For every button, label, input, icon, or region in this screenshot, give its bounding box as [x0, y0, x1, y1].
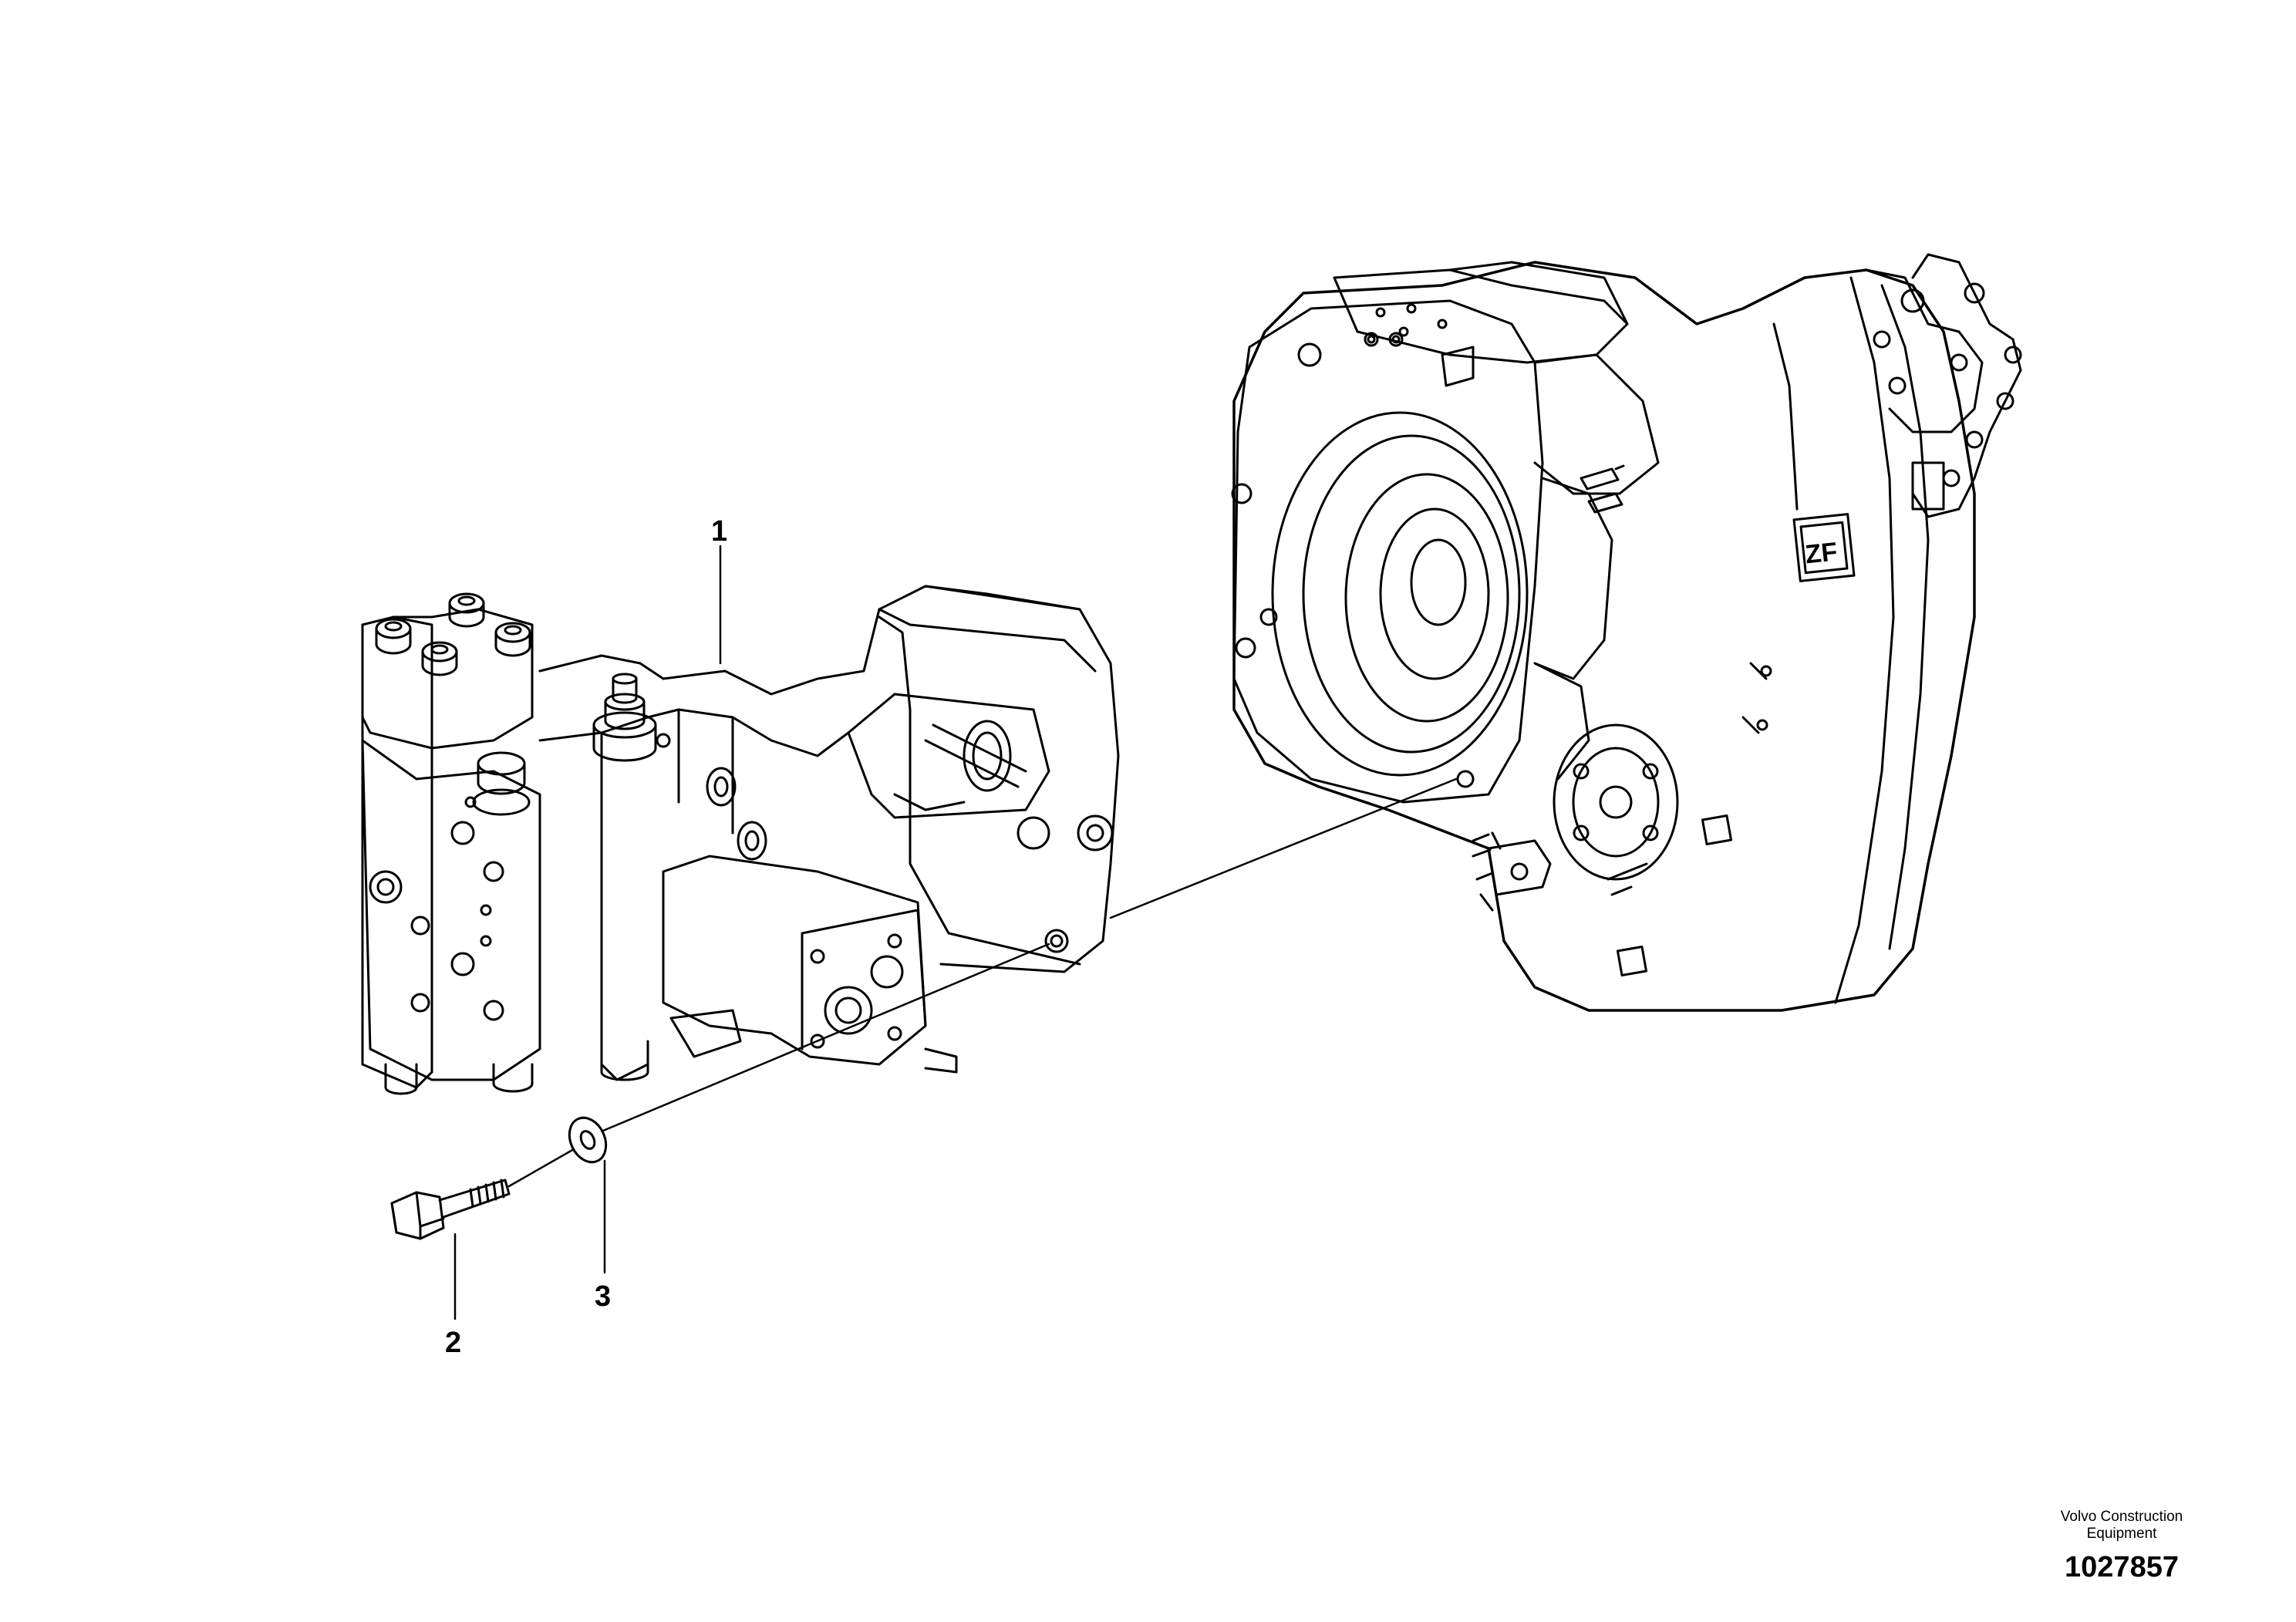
callout-3: 3 [595, 1280, 612, 1313]
bolt [390, 1179, 511, 1240]
assembly-lines [453, 545, 1458, 1320]
company-line-1: Volvo Construction [2060, 1509, 2183, 1525]
drawing-number: 1027857 [2065, 1551, 2179, 1583]
company-line-2: Equipment [2086, 1526, 2157, 1542]
washer [568, 1116, 608, 1164]
hydraulic-pump-assembly [361, 585, 1120, 1095]
callout-2: 2 [445, 1327, 462, 1359]
callout-1: 1 [711, 515, 728, 548]
zf-logo: ZF [1804, 537, 1839, 569]
company-label: Volvo Construction Equipment [1998, 1509, 2245, 1543]
transmission-housing [1231, 253, 2022, 1012]
